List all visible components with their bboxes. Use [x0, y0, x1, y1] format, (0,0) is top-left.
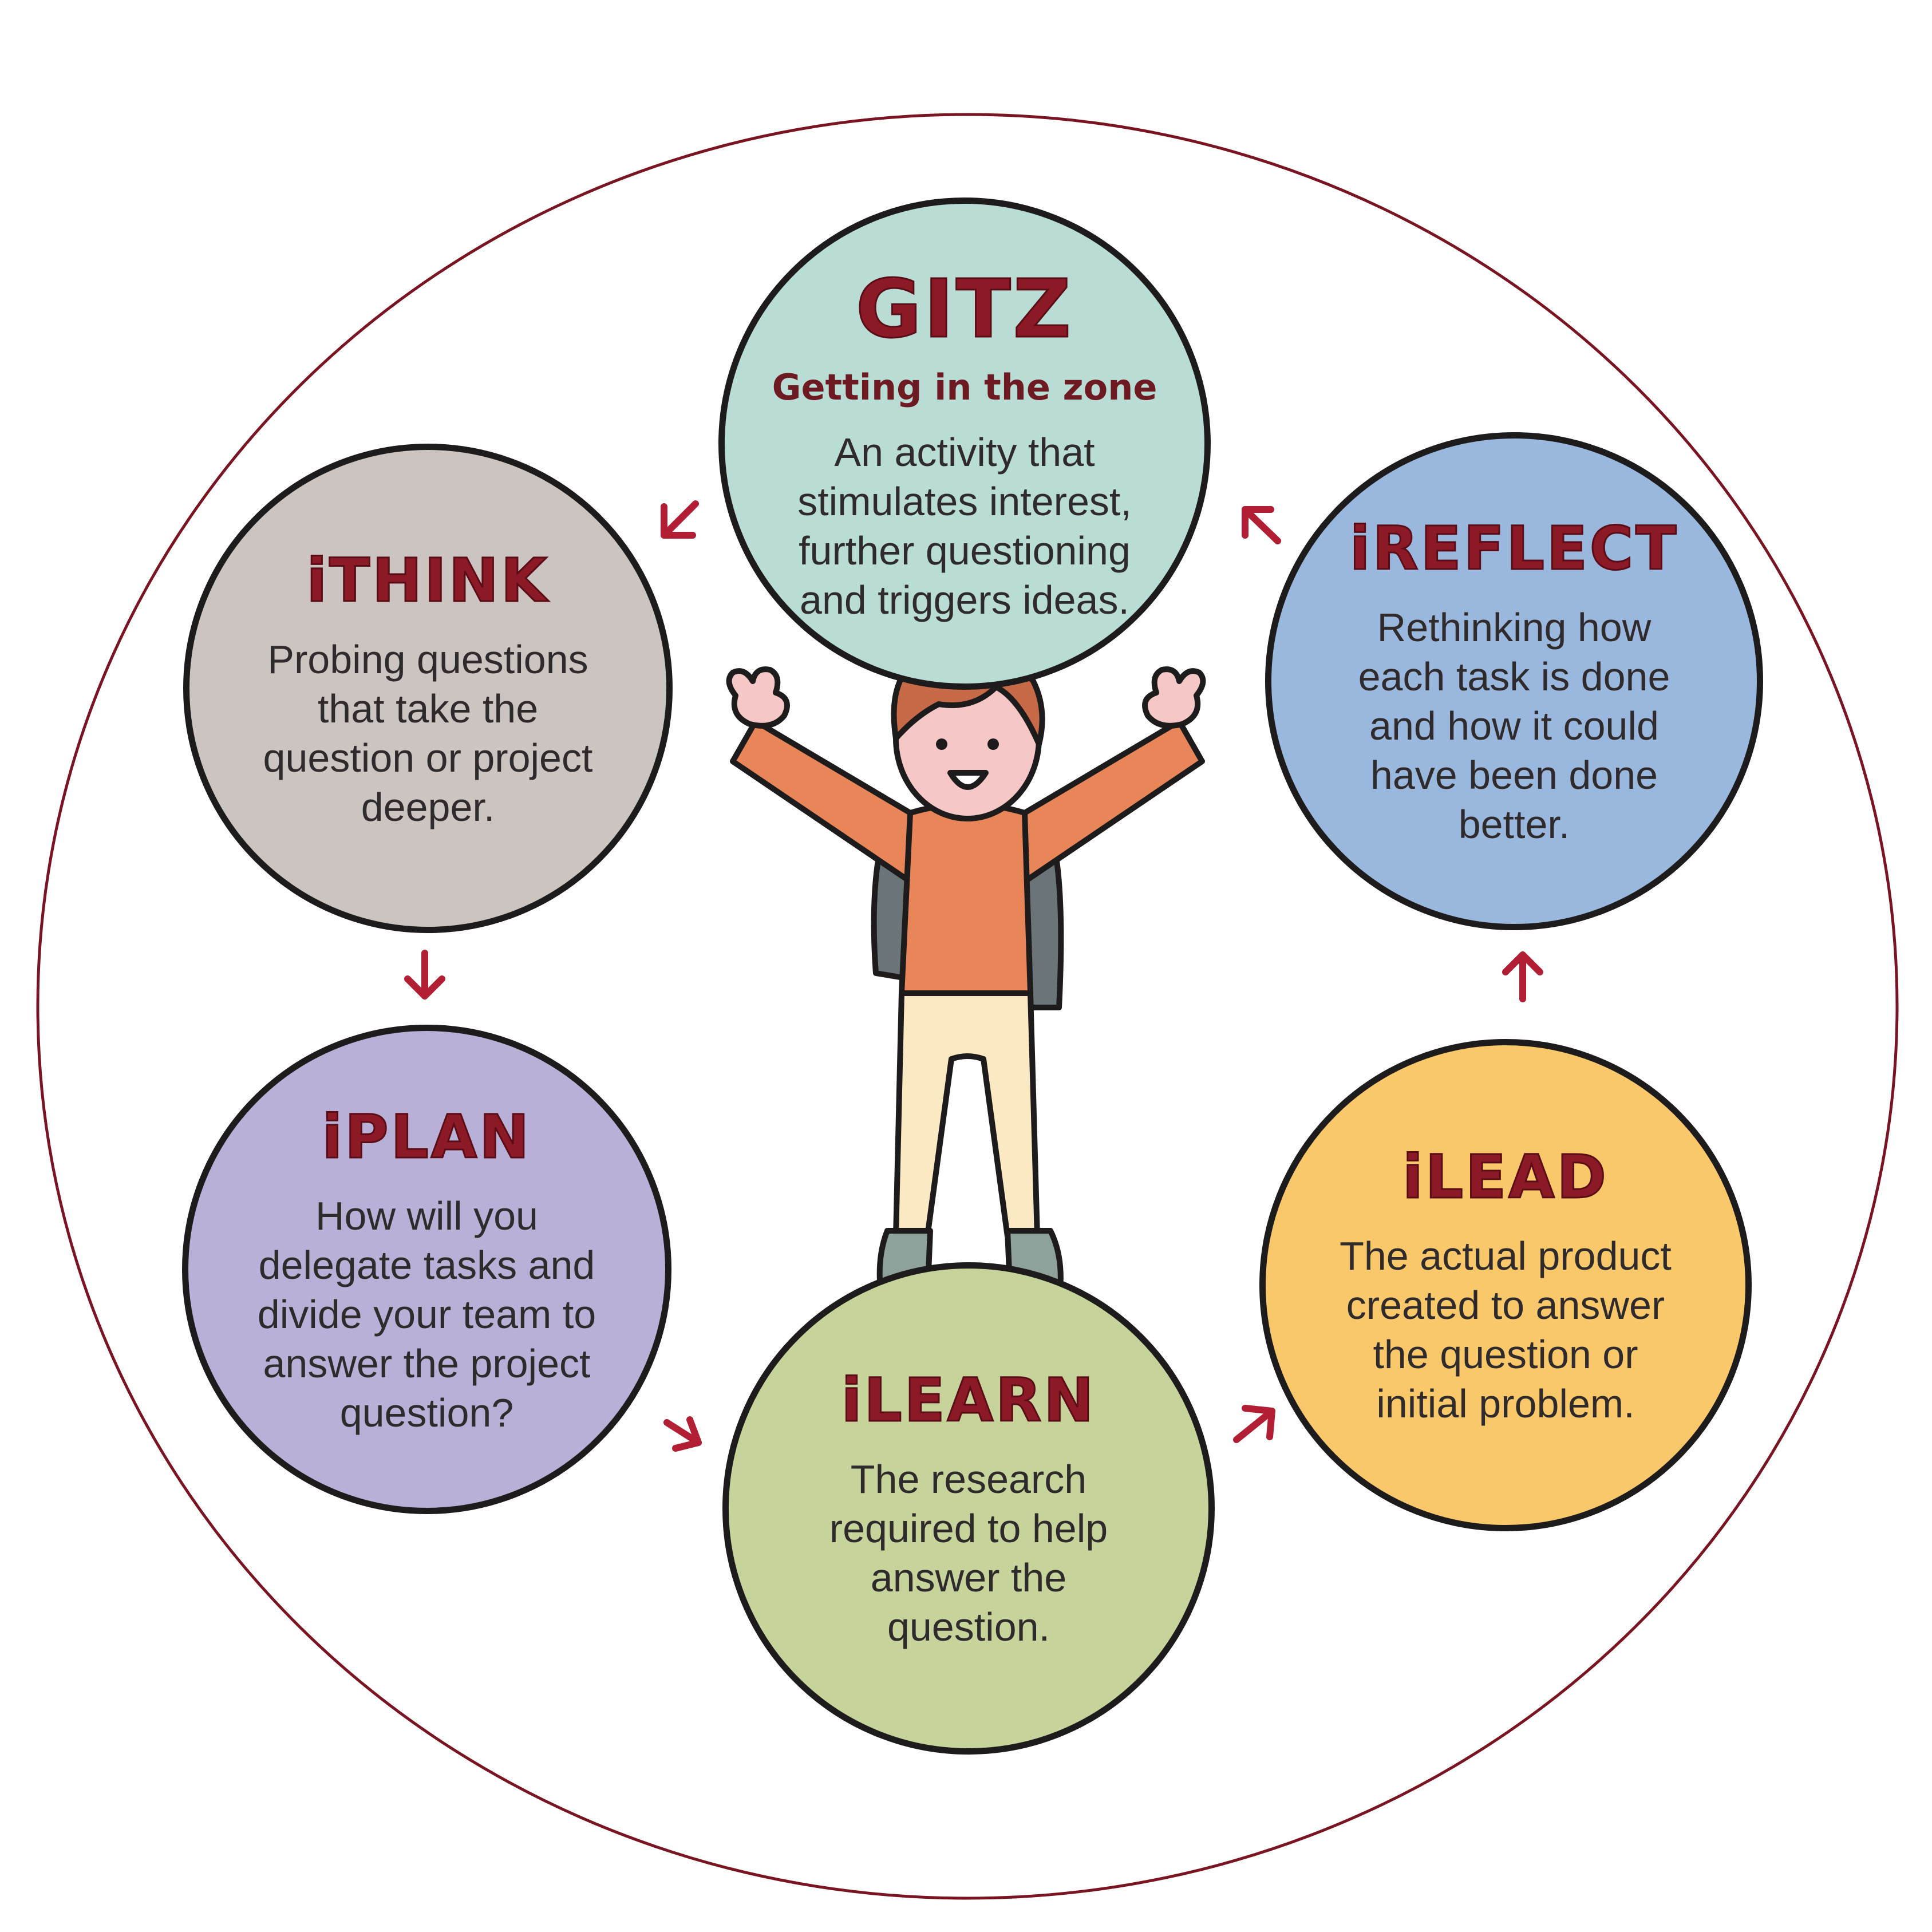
node-ilead-line: initial problem.: [1376, 1381, 1635, 1426]
node-ilearn-line: The research: [850, 1457, 1087, 1502]
node-ithink-title: iTHINK: [306, 544, 550, 616]
node-ireflect-line: have been done: [1370, 753, 1658, 797]
node-iplan-line: How will you: [315, 1193, 538, 1238]
node-gitz-line: An activity that: [834, 430, 1095, 475]
node-ilead-title: iLEAD: [1402, 1141, 1609, 1213]
node-ireflect-line: and how it could: [1369, 704, 1659, 748]
node-ilearn-body: The research required to help answer the…: [829, 1455, 1108, 1652]
node-ithink-line: Probing questions: [267, 637, 588, 682]
node-iplan-line: answer the project: [263, 1341, 591, 1386]
node-ilearn-title: iLEARN: [840, 1365, 1096, 1436]
node-iplan-title: iPLAN: [321, 1101, 532, 1172]
node-gitz: GITZ Getting in the zone An activity tha…: [718, 197, 1211, 690]
node-gitz-title: GITZ: [855, 262, 1073, 357]
node-ilead-body: The actual product created to answer the…: [1340, 1231, 1672, 1428]
node-iplan-body: How will you delegate tasks and divide y…: [258, 1191, 596, 1437]
node-ilead-line: the question or: [1373, 1332, 1638, 1377]
node-ilearn-line: required to help: [829, 1506, 1108, 1551]
node-ilead-line: created to answer: [1346, 1283, 1665, 1327]
node-ireflect-line: Rethinking how: [1377, 605, 1652, 650]
node-ithink-line: deeper.: [361, 784, 495, 829]
node-iplan-line: question?: [339, 1390, 514, 1435]
node-ireflect: iREFLECT Rethinking how each task is don…: [1265, 432, 1763, 930]
node-ilearn-line: answer the: [870, 1555, 1067, 1600]
node-ithink-line: question or project: [263, 735, 593, 780]
node-ireflect-line: each task is done: [1358, 654, 1670, 699]
node-ilead: iLEAD The actual product created to answ…: [1259, 1039, 1752, 1531]
node-iplan-line: delegate tasks and: [258, 1242, 595, 1287]
node-gitz-body: An activity that stimulates interest, fu…: [797, 428, 1132, 625]
node-gitz-line: and triggers ideas.: [800, 578, 1129, 622]
node-iplan: iPLAN How will you delegate tasks and di…: [182, 1025, 671, 1514]
node-gitz-subtitle: Getting in the zone: [772, 366, 1157, 408]
node-ireflect-line: better.: [1458, 802, 1570, 847]
node-ithink-line: that take the: [317, 686, 539, 731]
node-ilead-line: The actual product: [1340, 1234, 1672, 1278]
node-ithink-body: Probing questions that take the question…: [263, 635, 593, 832]
node-ireflect-body: Rethinking how each task is done and how…: [1358, 603, 1670, 849]
node-gitz-line: stimulates interest,: [797, 479, 1132, 524]
node-gitz-line: further questioning: [799, 528, 1131, 573]
node-ilearn: iLEARN The research required to help ans…: [722, 1262, 1215, 1755]
node-ireflect-title: iREFLECT: [1349, 513, 1679, 584]
node-iplan-line: divide your team to: [257, 1291, 596, 1337]
node-ithink: iTHINK Probing questions that take the q…: [183, 444, 673, 933]
node-ilearn-line: question.: [887, 1605, 1050, 1649]
